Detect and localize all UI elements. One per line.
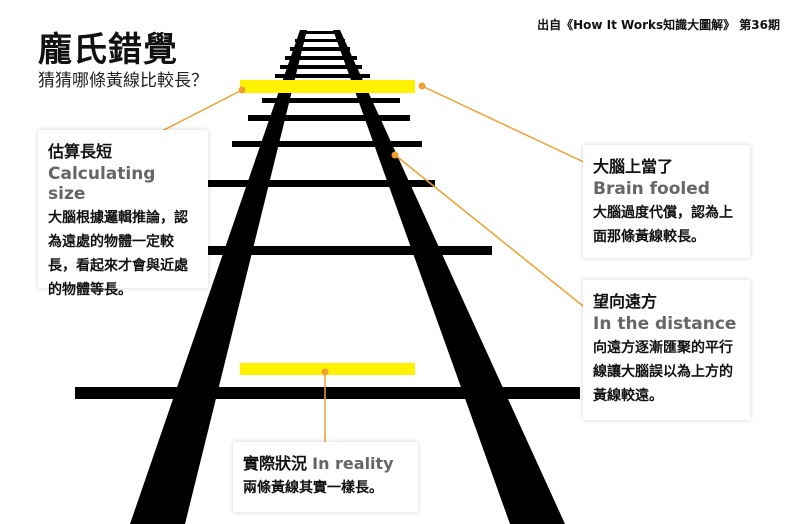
callout-heading-en: In the distance — [593, 314, 737, 334]
page-subtitle: 猜猜哪條黃線比較長？ — [38, 71, 208, 91]
callout-heading-en: In reality — [312, 454, 394, 473]
callout-text: 大腦過度代償，認為上面那條黃線較長。 — [593, 205, 733, 245]
callout-heading: 大腦上當了 — [593, 157, 674, 176]
bottom-yellow-line — [240, 363, 415, 375]
callout-heading-en: Calculating size — [48, 164, 156, 204]
source-credit: 出自《How It Works知識大圖解》 第36期 — [537, 18, 780, 32]
callout-text: 大腦根據邏輯推論，認為遠處的物體一定較長，看起來才會與近處的物體等長。 — [48, 210, 188, 298]
callout-text: 兩條黃線其實一樣長。 — [243, 480, 383, 496]
callout-in-the-distance: 望向遠方 In the distance 向遠方逐漸匯聚的平行線讓大腦誤以為上方… — [583, 280, 750, 420]
top-yellow-line — [240, 80, 415, 93]
page-title: 龐氏錯覺 — [38, 30, 178, 70]
callout-text: 向遠方逐漸匯聚的平行線讓大腦誤以為上方的黃線較遠。 — [593, 340, 733, 404]
callout-leaders — [159, 85, 591, 442]
callout-heading: 估算長短 — [48, 142, 113, 161]
callout-dots — [238, 82, 426, 376]
callout-heading: 實際狀況 — [243, 454, 308, 473]
callout-calculating-size: 估算長短 Calculating size 大腦根據邏輯推論，認為遠處的物體一定… — [38, 130, 208, 298]
callout-in-reality: 實際狀況 In reality 兩條黃線其實一樣長。 — [233, 442, 418, 512]
callout-heading: 望向遠方 — [593, 292, 658, 311]
callout-heading-en: Brain fooled — [593, 179, 710, 199]
railroad-rails — [130, 30, 565, 524]
callout-brain-fooled: 大腦上當了 Brain fooled 大腦過度代償，認為上面那條黃線較長。 — [583, 145, 750, 258]
